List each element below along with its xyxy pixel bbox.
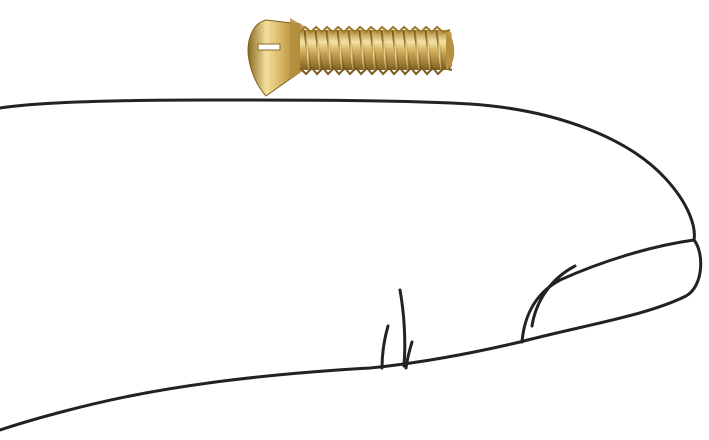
screw-tip bbox=[446, 32, 455, 70]
fingernail bbox=[520, 238, 696, 344]
nail-base bbox=[520, 238, 696, 344]
screw-slot bbox=[257, 43, 281, 51]
crease-short-2 bbox=[404, 340, 414, 370]
crease-long bbox=[398, 288, 407, 368]
screw-threads bbox=[303, 29, 444, 71]
crease-short-1 bbox=[380, 324, 390, 370]
screw-thread-bottom-edge bbox=[299, 66, 453, 76]
screw-thread-top-edge bbox=[299, 25, 451, 34]
nail-inner-line bbox=[530, 264, 577, 328]
finger-tip-edge bbox=[518, 238, 703, 344]
knuckle-creases bbox=[380, 288, 414, 370]
finger-top-edge bbox=[0, 98, 696, 242]
finger-outline bbox=[0, 98, 703, 432]
screw-head bbox=[247, 19, 301, 97]
screw bbox=[247, 18, 455, 97]
finger-bottom-edge bbox=[0, 340, 522, 432]
